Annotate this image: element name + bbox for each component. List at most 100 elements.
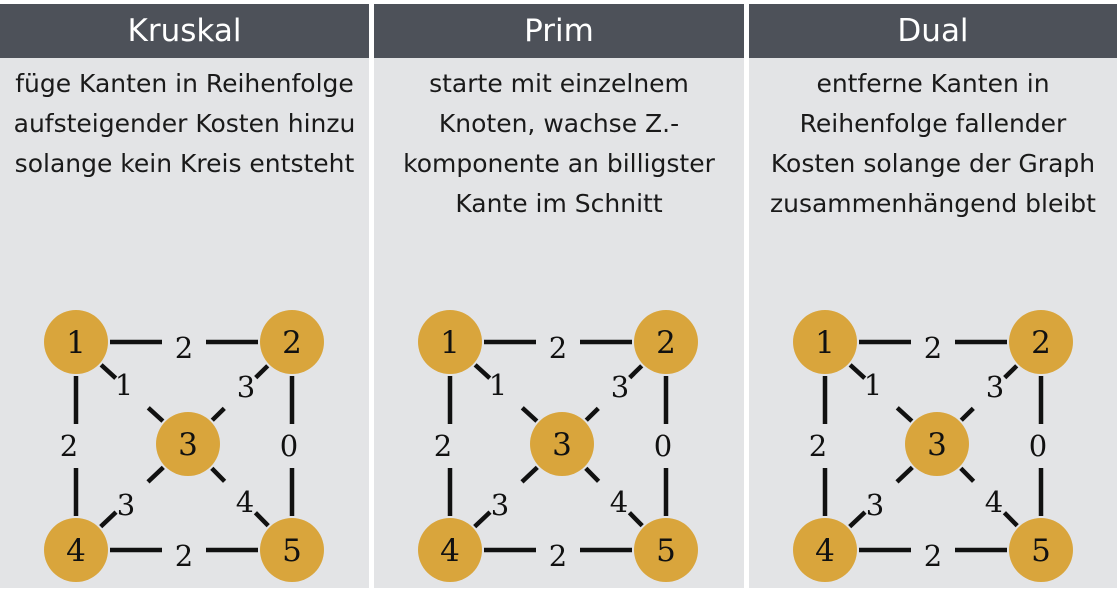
edge-weight-label: 4 xyxy=(236,485,254,519)
description-line: Knoten, wachse Z.- xyxy=(438,109,680,138)
node-4 xyxy=(418,518,482,582)
edge-3-4 xyxy=(473,510,492,529)
node-1 xyxy=(44,310,108,374)
description-line: starte mit einzelnem xyxy=(429,69,689,98)
node-label: 4 xyxy=(815,533,835,569)
edge-3-5 xyxy=(959,466,976,483)
edge-weight-label: 4 xyxy=(610,485,628,519)
edge-weight-label: 3 xyxy=(611,370,629,404)
node-label: 5 xyxy=(282,533,302,569)
edge-weight-label: 2 xyxy=(549,539,567,573)
edge-weight-label: 2 xyxy=(175,331,193,365)
node-label: 1 xyxy=(815,325,835,361)
node-label: 3 xyxy=(178,427,198,463)
description-line: solange kein Kreis entsteht xyxy=(14,149,355,178)
node-2 xyxy=(260,310,324,374)
panel-dual: Dual entferne Kanten in Reihenfolge fall… xyxy=(749,4,1117,588)
edge-weight-label: 1 xyxy=(115,368,133,402)
node-label: 2 xyxy=(282,325,302,361)
edge-2-3 xyxy=(584,406,600,422)
node-4 xyxy=(793,518,857,582)
node-label: 1 xyxy=(66,325,86,361)
node-label: 5 xyxy=(1031,533,1051,569)
edge-3-5 xyxy=(253,511,270,528)
description-line: entferne Kanten in xyxy=(816,69,1050,98)
description-line: komponente an billigster xyxy=(403,149,715,178)
node-5 xyxy=(260,518,324,582)
edge-2-3 xyxy=(1003,364,1019,380)
edge-1-3 xyxy=(895,406,914,423)
panel-prim: Prim starte mit einzelnem Knoten, wachse… xyxy=(374,4,744,588)
node-5 xyxy=(1009,518,1073,582)
panel-description: füge Kanten in Reihenfolge aufsteigender… xyxy=(0,64,369,184)
node-label: 2 xyxy=(1031,325,1051,361)
panel-kruskal: Kruskal füge Kanten in Reihenfolge aufst… xyxy=(0,4,369,588)
edge-2-3 xyxy=(959,406,975,422)
description-line: Reihenfolge fallender xyxy=(799,109,1067,138)
edge-weight-label: 2 xyxy=(549,331,567,365)
node-1 xyxy=(418,310,482,374)
edge-1-3 xyxy=(473,363,492,380)
edge-3-4 xyxy=(99,510,118,529)
edge-3-4 xyxy=(895,465,914,484)
edge-weight-label: 3 xyxy=(866,488,884,522)
panel-description: entferne Kanten in Reihenfolge fallender… xyxy=(749,64,1117,224)
panel-title: Kruskal xyxy=(0,4,369,58)
edge-1-3 xyxy=(520,406,539,423)
edge-weight-label: 3 xyxy=(237,370,255,404)
edge-3-5 xyxy=(210,466,227,483)
node-label: 5 xyxy=(656,533,676,569)
edge-weight-label: 0 xyxy=(1029,429,1047,463)
node-2 xyxy=(634,310,698,374)
edge-2-3 xyxy=(628,364,644,380)
edge-weight-label: 2 xyxy=(809,429,827,463)
edge-weight-label: 2 xyxy=(924,331,942,365)
node-3 xyxy=(530,412,594,476)
edge-weight-label: 0 xyxy=(280,429,298,463)
node-1 xyxy=(793,310,857,374)
node-4 xyxy=(44,518,108,582)
node-3 xyxy=(905,412,969,476)
edge-3-5 xyxy=(584,466,601,483)
edge-1-3 xyxy=(99,363,118,380)
node-label: 3 xyxy=(927,427,947,463)
edge-weight-label: 1 xyxy=(489,368,507,402)
edge-3-5 xyxy=(1002,511,1019,528)
node-label: 1 xyxy=(440,325,460,361)
edge-2-3 xyxy=(254,364,270,380)
description-line: füge Kanten in Reihenfolge xyxy=(15,69,354,98)
description-line: Kante im Schnitt xyxy=(455,189,663,218)
edge-3-5 xyxy=(627,511,644,528)
node-5 xyxy=(634,518,698,582)
edge-3-4 xyxy=(520,465,539,484)
edge-weight-label: 0 xyxy=(654,429,672,463)
edge-weight-label: 3 xyxy=(491,488,509,522)
node-label: 3 xyxy=(552,427,572,463)
edge-weight-label: 3 xyxy=(117,488,135,522)
node-label: 4 xyxy=(440,533,460,569)
node-3 xyxy=(156,412,220,476)
edge-weight-label: 1 xyxy=(864,368,882,402)
edge-weight-label: 3 xyxy=(986,370,1004,404)
panel-title: Dual xyxy=(749,4,1117,58)
panel-description: starte mit einzelnem Knoten, wachse Z.- … xyxy=(374,64,744,224)
edge-weight-label: 2 xyxy=(924,539,942,573)
panel-title: Prim xyxy=(374,4,744,58)
node-2 xyxy=(1009,310,1073,374)
edge-weight-label: 4 xyxy=(985,485,1003,519)
description-line: aufsteigender Kosten hinzu xyxy=(13,109,356,138)
edge-3-4 xyxy=(848,510,867,529)
edge-weight-label: 2 xyxy=(60,429,78,463)
edge-weight-label: 2 xyxy=(175,539,193,573)
edge-3-4 xyxy=(146,465,165,484)
description-line: zusammenhängend bleibt xyxy=(770,189,1096,218)
node-label: 2 xyxy=(656,325,676,361)
edge-1-3 xyxy=(848,363,867,380)
edge-weight-label: 2 xyxy=(434,429,452,463)
edge-1-3 xyxy=(146,406,165,423)
node-label: 4 xyxy=(66,533,86,569)
description-line: Kosten solange der Graph xyxy=(770,149,1096,178)
